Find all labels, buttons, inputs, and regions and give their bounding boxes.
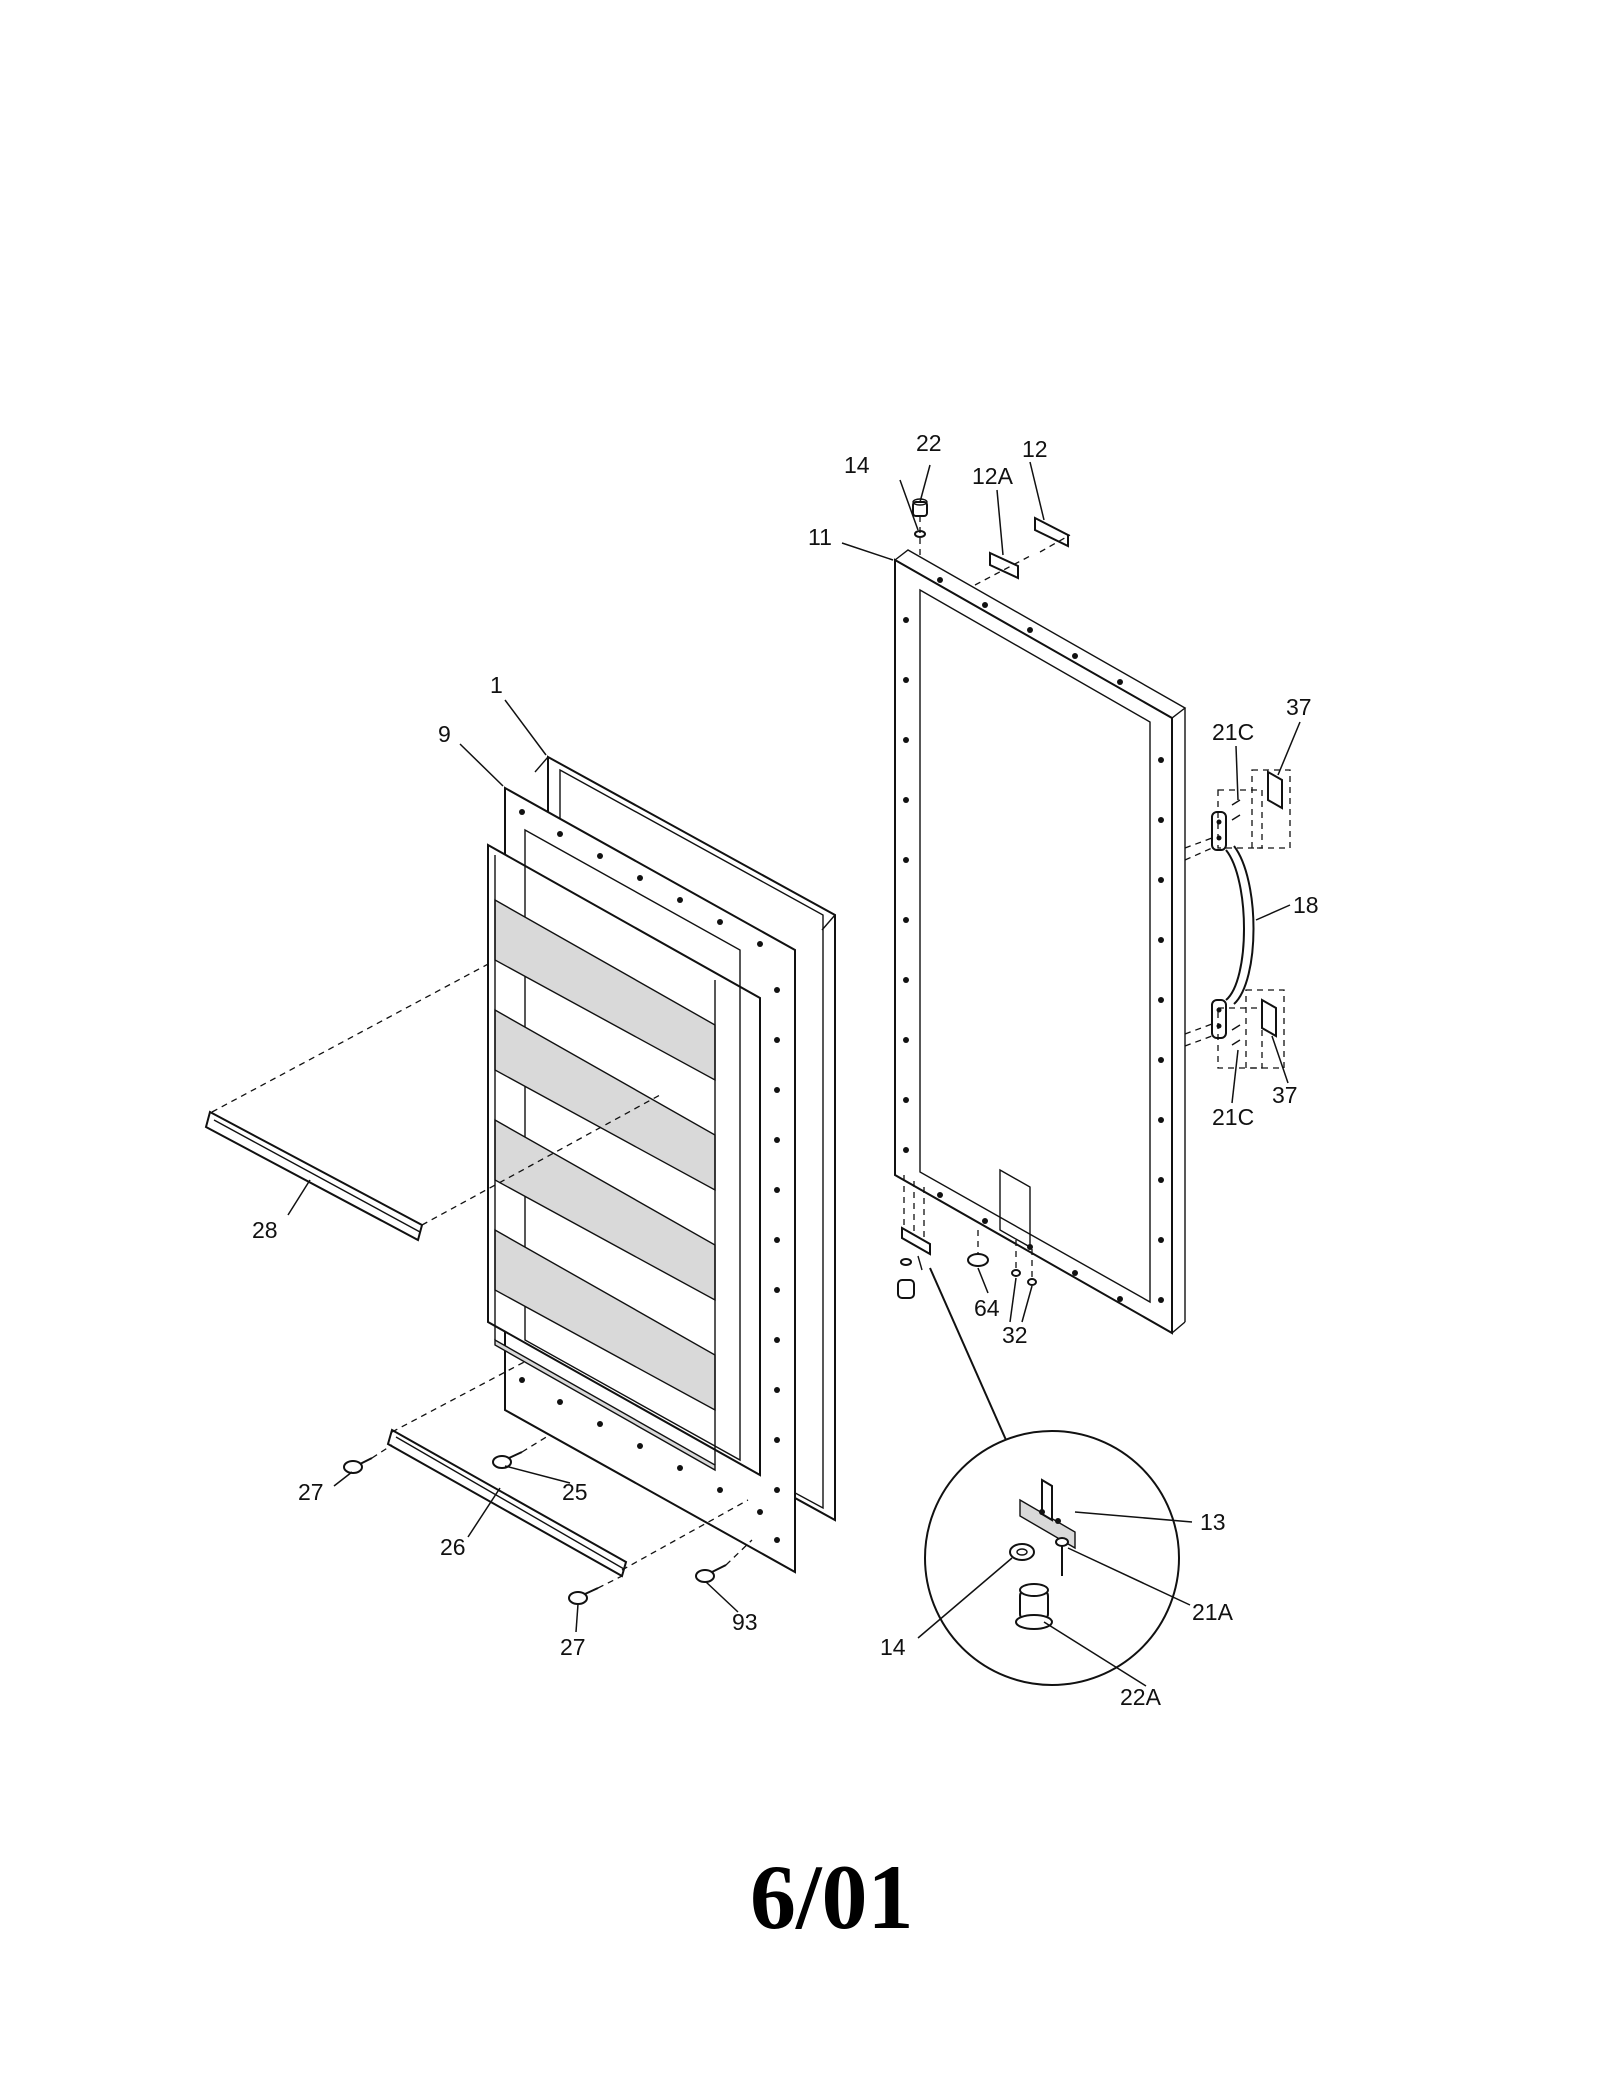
callout-21a: 21A — [1192, 1599, 1234, 1625]
bottom-hinge-bracket-13 — [901, 1175, 931, 1256]
push-pin-27-left — [343, 1444, 393, 1474]
push-pin-27-bottom — [568, 1575, 623, 1605]
push-pin-93 — [695, 1539, 753, 1583]
door-handle-part-18 — [1184, 811, 1255, 1047]
callout-12: 12 — [1022, 436, 1048, 462]
liner-screw-holes — [519, 809, 780, 1543]
door-liner-part-9 — [487, 786, 796, 1574]
shelf-rail-part-28 — [204, 961, 661, 1242]
callout-1: 1 — [490, 672, 503, 698]
callout-14-top: 14 — [844, 452, 870, 478]
callout-22a: 22A — [1120, 1684, 1162, 1710]
callout-13: 13 — [1200, 1509, 1226, 1535]
screws-32 — [1011, 1240, 1037, 1286]
callout-37-bottom: 37 — [1272, 1082, 1298, 1108]
callout-25: 25 — [562, 1479, 588, 1505]
callout-37-top: 37 — [1286, 694, 1312, 720]
lower-rail-part-26 — [386, 1359, 749, 1578]
hinge-bushing-22-top — [912, 498, 928, 558]
push-pin-25 — [492, 1435, 549, 1469]
callout-28: 28 — [252, 1217, 278, 1243]
handle-cap-37-bottom — [1245, 989, 1285, 1069]
callout-22: 22 — [916, 430, 942, 456]
callout-32: 32 — [1002, 1322, 1028, 1348]
revision-date-label: 6/01 — [750, 1846, 914, 1948]
plug-64 — [967, 1230, 989, 1267]
callout-14-detail: 14 — [880, 1634, 906, 1660]
callout-27-bottom: 27 — [560, 1634, 586, 1660]
leader-lines — [287, 461, 1301, 1687]
callout-9: 9 — [438, 721, 451, 747]
liner-shelves — [494, 855, 716, 1472]
callout-64: 64 — [974, 1295, 1000, 1321]
callout-27-left: 27 — [298, 1479, 324, 1505]
hinge-detail-view — [924, 1267, 1180, 1686]
bottom-hinge-bushing-22a — [897, 1255, 923, 1299]
label-12a — [974, 551, 1033, 586]
outer-door-panel-part-11 — [893, 549, 1187, 1335]
label-12 — [1034, 516, 1071, 553]
callout-93: 93 — [732, 1609, 758, 1635]
callout-26: 26 — [440, 1534, 466, 1560]
callout-21c-bottom: 21C — [1212, 1104, 1254, 1130]
callout-21c-top: 21C — [1212, 719, 1254, 745]
callout-12a: 12A — [972, 463, 1014, 489]
callout-18: 18 — [1293, 892, 1319, 918]
door-screw-holes — [903, 577, 1164, 1303]
callout-11: 11 — [808, 524, 832, 550]
handle-cap-37-top — [1251, 769, 1291, 849]
